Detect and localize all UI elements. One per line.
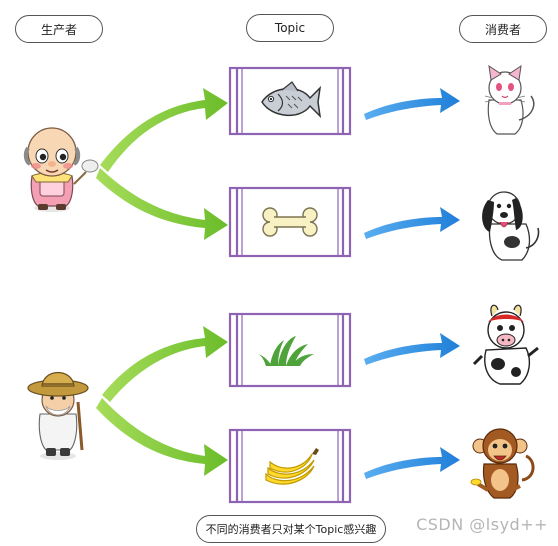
- topic-box-grass: [228, 312, 352, 388]
- producer-header-label: 生产者: [40, 22, 77, 37]
- arrow-producer2-topic3: [102, 326, 228, 402]
- topic-box-banana: [228, 428, 352, 504]
- producer-arrows: [96, 88, 228, 476]
- topic-header: Topic: [246, 14, 334, 42]
- producer-header: 生产者: [15, 15, 103, 43]
- arrow-producer2-topic4: [96, 398, 228, 476]
- arrow-producer1-topic2: [96, 168, 228, 240]
- arrow-producer1-topic1: [100, 88, 228, 172]
- arrow-topic4-consumer4: [364, 447, 460, 479]
- footer-note: 不同的消费者只对某个Topic感兴趣: [196, 515, 386, 543]
- topic-box-fish: [228, 66, 352, 136]
- farmer-grandpa-producer: [27, 372, 89, 460]
- footer-note-label: 不同的消费者只对某个Topic感兴趣: [205, 523, 377, 536]
- topic-boxes: [228, 66, 352, 504]
- consumer-arrows: [364, 88, 460, 479]
- consumer-header: 消费者: [459, 15, 547, 43]
- consumer-header-label: 消费者: [484, 22, 521, 37]
- topic-header-label: Topic: [274, 21, 306, 35]
- monkey-icon: [470, 428, 535, 499]
- cow-icon: [472, 304, 539, 385]
- arrow-topic3-consumer3: [364, 333, 460, 365]
- bald-grandpa-producer: [23, 127, 99, 212]
- bone-icon: [262, 207, 318, 237]
- arrow-topic2-consumer2: [364, 207, 460, 239]
- arrow-topic1-consumer1: [364, 88, 460, 120]
- grass-icon: [258, 336, 314, 366]
- watermark: CSDN @lsyd++: [416, 515, 548, 534]
- topic-box-bone: [228, 186, 352, 258]
- fish-icon: [261, 81, 322, 119]
- dog-icon: [482, 191, 540, 261]
- cat-icon: [484, 64, 535, 135]
- banana-icon: [265, 448, 319, 485]
